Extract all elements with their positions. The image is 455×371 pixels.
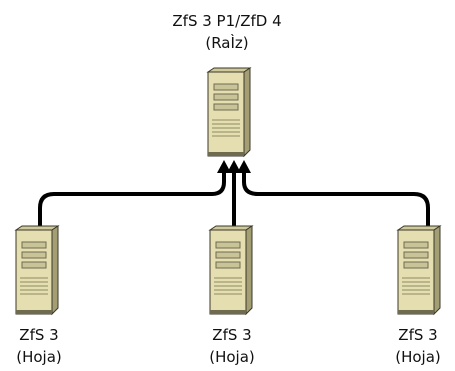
arrowhead-left — [217, 160, 231, 173]
leaf-server-name: ZfS 3 — [19, 326, 59, 344]
connector-right — [242, 172, 430, 228]
root-server-icon — [207, 67, 251, 157]
root-server-name: ZfS 3 P1/ZfD 4 — [172, 12, 282, 30]
leaf-server-role: (Hoja) — [395, 348, 441, 366]
leaf-server-role: (Hoja) — [16, 348, 62, 366]
leaf-server-label-1: ZfS 3 (Hoja) — [4, 324, 74, 368]
leaf-server-label-3: ZfS 3 (Hoja) — [383, 324, 453, 368]
leaf-server-name: ZfS 3 — [398, 326, 438, 344]
leaf-server-name: ZfS 3 — [212, 326, 252, 344]
leaf-server-role: (Hoja) — [209, 348, 255, 366]
arrowheads — [217, 160, 251, 173]
arrowhead-right — [237, 160, 251, 173]
root-server-role: (RaÌz) — [205, 34, 249, 52]
leaf-server-label-2: ZfS 3 (Hoja) — [197, 324, 267, 368]
leaf-server-icon-1 — [15, 225, 59, 315]
arrowhead-center — [227, 160, 241, 173]
leaf-server-icon-2 — [209, 225, 253, 315]
connector-left — [38, 172, 226, 228]
root-server-label: ZfS 3 P1/ZfD 4 (RaÌz) — [147, 10, 307, 54]
leaf-server-icon-3 — [397, 225, 441, 315]
connector-lines — [38, 172, 430, 228]
